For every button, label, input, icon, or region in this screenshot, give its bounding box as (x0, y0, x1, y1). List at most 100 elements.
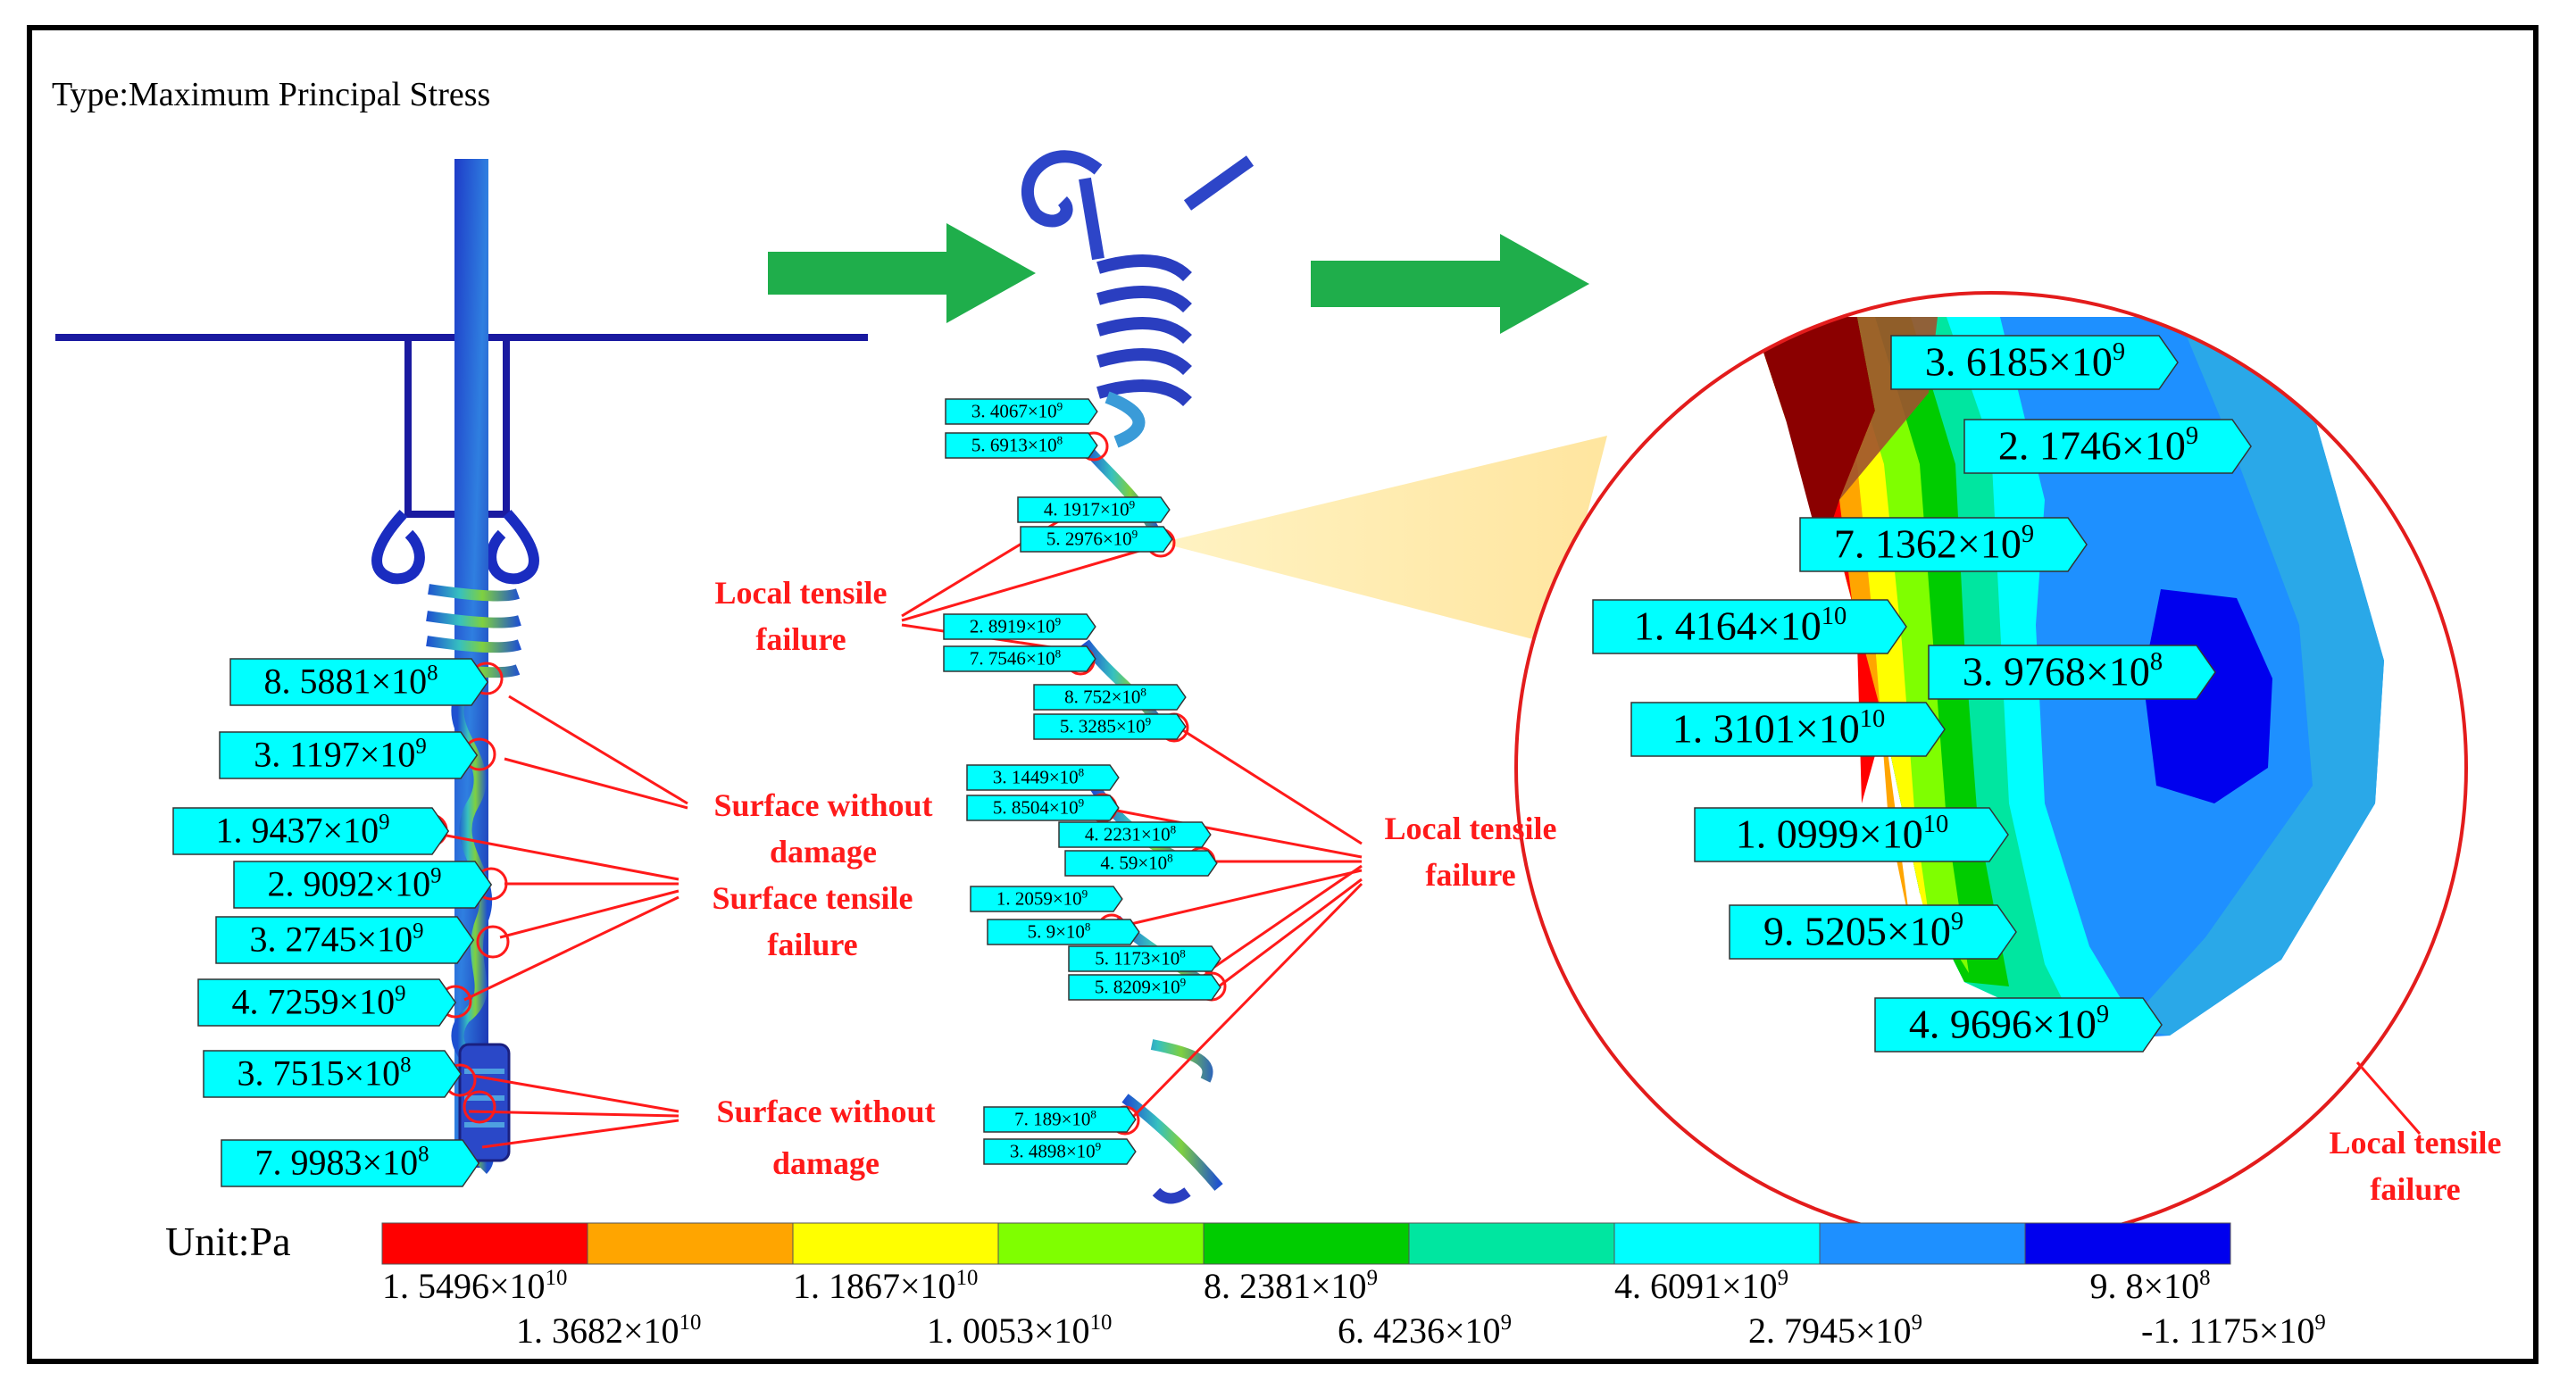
left-stress-label-text: 2. 9092×109 (268, 863, 442, 903)
annotation-surface-tensile-failure-line1: Surface tensile (713, 880, 913, 916)
middle-stress-label: 3. 4898×109 (983, 1138, 1137, 1165)
legend-tick-bottom: 1. 3682×1010 (516, 1311, 701, 1351)
middle-stress-label-box (1033, 713, 1187, 740)
annotation-local-tensile-mid-line2: failure (755, 621, 846, 657)
zoom-stress-label: 7. 1362×109 (1799, 517, 2088, 572)
annotation-local-tensile-zoom-line1: Local tensile (2330, 1125, 2502, 1161)
flow-arrow-2 (1311, 234, 1589, 334)
left-stress-label-box (215, 916, 475, 964)
left-stress-label-text: 7. 9983×108 (255, 1142, 429, 1182)
legend-swatch (997, 1222, 1205, 1265)
legend-tick-top: 1. 5496×1010 (382, 1266, 567, 1306)
zoom-stress-label-text: 1. 4164×1010 (1634, 603, 1847, 648)
middle-stress-label: 3. 1449×108 (966, 764, 1120, 791)
middle-stress-label-text: 4. 59×108 (1100, 852, 1173, 874)
left-stress-label: 3. 1197×109 (219, 731, 479, 779)
annotation-surface-without-damage-top-line2: damage (770, 834, 877, 870)
annotation-surface-without-damage-bottom-line2: damage (772, 1145, 880, 1181)
zoom-stress-label-box (1694, 807, 2009, 862)
left-stress-label-text: 3. 1197×109 (254, 734, 426, 774)
middle-stress-label-text: 3. 4067×109 (971, 400, 1063, 422)
middle-stress-label-box (1064, 850, 1218, 877)
zoom-stress-label: 1. 0999×1010 (1694, 807, 2009, 862)
zoom-stress-label-box (1963, 419, 2252, 474)
zoom-stress-label-box (1592, 599, 1907, 654)
left-stress-label: 1. 9437×109 (172, 807, 450, 855)
legend-tick-top: 4. 6091×109 (1614, 1266, 1788, 1306)
middle-stress-label: 5. 2976×109 (1020, 526, 1173, 553)
annotation-texts: Surface without damage Surface tensile f… (713, 575, 2502, 1207)
legend-tick-bottom: -1. 1175×109 (2141, 1311, 2326, 1351)
middle-stress-label-box (1068, 974, 1221, 1001)
middle-stress-label-box (943, 613, 1096, 640)
middle-stress-label-box (1068, 945, 1221, 972)
middle-structure (1021, 150, 1255, 1204)
middle-stress-label-box (945, 432, 1098, 459)
legend-swatch (381, 1222, 588, 1265)
left-stress-label-box (203, 1050, 463, 1098)
middle-stress-label-text: 5. 1173×108 (1095, 947, 1186, 969)
legend-swatch (2024, 1222, 2231, 1265)
middle-stress-label-text: 1. 2059×109 (996, 887, 1088, 910)
middle-stress-label-box (1017, 496, 1171, 523)
middle-stress-label-text: 3. 4898×109 (1010, 1140, 1101, 1162)
middle-stress-label-text: 7. 189×108 (1014, 1108, 1096, 1130)
left-stress-label-box (197, 978, 457, 1027)
legend-tick-top: 1. 1867×1010 (793, 1266, 978, 1306)
zoom-stress-label-box (1890, 335, 2179, 390)
annotation-local-tensile-right-line1: Local tensile (1385, 811, 1557, 846)
middle-stress-label-text: 5. 9×108 (1028, 920, 1091, 943)
legend-tick-top: 9. 8×108 (2090, 1266, 2211, 1306)
middle-stress-label-text: 5. 6913×108 (971, 434, 1063, 456)
middle-stress-label-box (1058, 821, 1212, 848)
middle-stress-label-text: 4. 2231×108 (1085, 823, 1177, 845)
annotation-local-tensile-right-line2: failure (1425, 857, 1515, 893)
middle-stress-label: 5. 3285×109 (1033, 713, 1187, 740)
left-stress-label-box (172, 807, 450, 855)
middle-stress-label-box (970, 886, 1123, 912)
legend-ticks: 1. 5496×1010 1. 1867×1010 8. 2381×109 4. 60… (382, 1266, 2326, 1351)
left-stress-label-text: 1. 9437×109 (216, 810, 390, 850)
left-stress-label: 8. 5881×108 (229, 658, 489, 706)
middle-stress-label: 5. 9×108 (987, 919, 1140, 945)
middle-stress-label-text: 2. 8919×109 (970, 615, 1061, 637)
middle-stress-label-box (987, 919, 1140, 945)
middle-stress-label: 4. 1917×109 (1017, 496, 1171, 523)
zoom-stress-label-text: 1. 3101×1010 (1672, 705, 1885, 751)
zoom-stress-label-text: 3. 9768×108 (1963, 648, 2163, 694)
middle-stress-label-text: 3. 1449×108 (993, 766, 1085, 788)
left-stress-labels: 8. 5881×108 3. 1197×109 1. 9437×109 2. 9092… (172, 658, 493, 1187)
middle-stress-label-box (945, 398, 1098, 425)
legend-tick-bottom: 2. 7945×109 (1748, 1311, 1922, 1351)
zoom-stress-label: 1. 3101×1010 (1630, 702, 1946, 757)
zoom-stress-label-text: 4. 9696×109 (1909, 1001, 2109, 1046)
zoom-stress-label-text: 3. 6185×109 (1925, 338, 2125, 384)
zoom-stress-label: 9. 5205×109 (1729, 904, 2017, 960)
legend-swatch (1819, 1222, 2026, 1265)
middle-stress-label-text: 4. 1917×109 (1044, 498, 1135, 520)
zoom-stress-label: 4. 9696×109 (1874, 997, 2163, 1053)
legend-swatch (792, 1222, 999, 1265)
flow-arrow-1 (768, 223, 1036, 323)
legend-tick-bottom: 6. 4236×109 (1338, 1311, 1512, 1351)
unit-label: Unit:Pa (165, 1219, 291, 1264)
middle-stress-label: 7. 189×108 (983, 1106, 1137, 1133)
left-stress-label-text: 3. 7515×108 (238, 1053, 412, 1093)
middle-stress-label-box (966, 764, 1120, 791)
middle-stress-label: 5. 8209×109 (1068, 974, 1221, 1001)
left-stress-label-text: 8. 5881×108 (264, 661, 438, 701)
middle-stress-label-text: 5. 2976×109 (1046, 528, 1138, 550)
legend-tick-top: 8. 2381×109 (1204, 1266, 1378, 1306)
zoom-stress-label-text: 7. 1362×109 (1834, 520, 2034, 566)
legend-swatch (587, 1222, 794, 1265)
middle-stress-label: 5. 1173×108 (1068, 945, 1221, 972)
zoom-beam (1161, 436, 1607, 645)
middle-stress-label-text: 5. 3285×109 (1060, 715, 1151, 737)
zoom-stress-label-box (1630, 702, 1946, 757)
middle-stress-label-box (966, 795, 1120, 821)
legend-swatch (1613, 1222, 1821, 1265)
annotation-surface-tensile-failure-line2: failure (767, 927, 857, 962)
annotation-local-tensile-mid-line1: Local tensile (715, 575, 888, 611)
